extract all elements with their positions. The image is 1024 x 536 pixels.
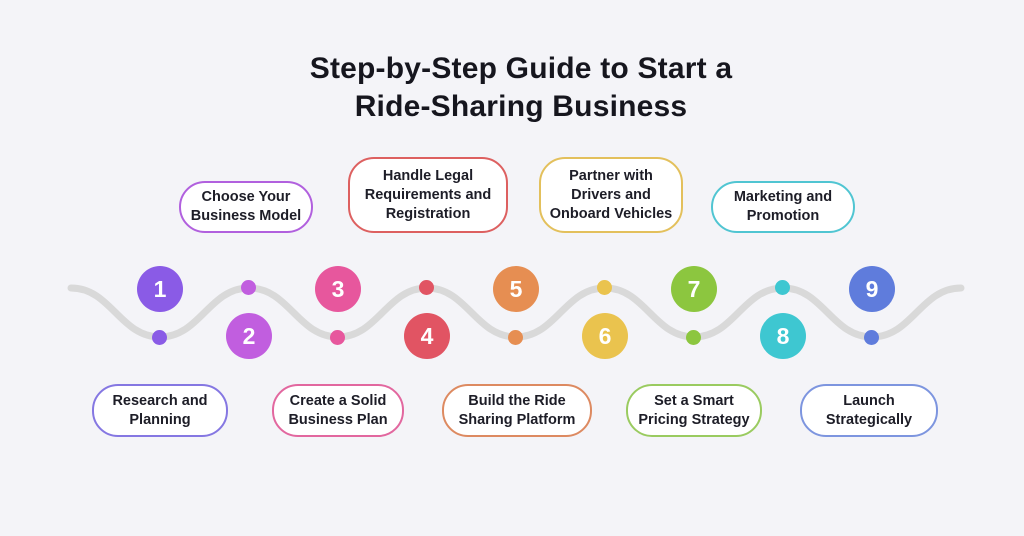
step-8-circle: 8 bbox=[760, 313, 806, 359]
step-3-dot bbox=[330, 330, 345, 345]
step-3-number: 3 bbox=[331, 275, 345, 302]
step-8-label: Marketing and Promotion bbox=[733, 189, 833, 224]
step-4-label: Handle Legal Requirements and Registrati… bbox=[364, 167, 492, 222]
step-4-label-pill: Handle Legal Requirements and Registrati… bbox=[348, 157, 508, 233]
step-4-dot bbox=[419, 280, 434, 295]
step-2-number: 2 bbox=[242, 322, 256, 349]
step-7-label-pill: Set a Smart Pricing Strategy bbox=[626, 384, 762, 437]
step-1-label-pill: Research and Planning bbox=[92, 384, 228, 437]
step-1-number: 1 bbox=[153, 275, 167, 302]
step-2-label-pill: Choose Your Business Model bbox=[179, 181, 313, 233]
step-6-dot bbox=[597, 280, 612, 295]
step-8-number: 8 bbox=[776, 322, 790, 349]
step-6-label: Partner with Drivers and Onboard Vehicle… bbox=[549, 167, 673, 222]
step-1-dot bbox=[152, 330, 167, 345]
step-9-number: 9 bbox=[865, 275, 879, 302]
page-title: Step-by-Step Guide to Start a Ride-Shari… bbox=[18, 50, 1024, 126]
step-8-dot bbox=[775, 280, 790, 295]
step-5-circle: 5 bbox=[493, 266, 539, 312]
step-3-label-pill: Create a Solid Business Plan bbox=[272, 384, 404, 437]
step-6-circle: 6 bbox=[582, 313, 628, 359]
step-3-label: Create a Solid Business Plan bbox=[288, 392, 388, 428]
page-title-line-2: Ride-Sharing Business bbox=[354, 90, 688, 123]
step-9-dot bbox=[864, 330, 879, 345]
step-5-label-pill: Build the Ride Sharing Platform bbox=[442, 384, 592, 437]
step-5-dot bbox=[508, 330, 523, 345]
step-9-label: Launch Strategically bbox=[825, 392, 913, 428]
step-9-label-pill: Launch Strategically bbox=[800, 384, 938, 437]
step-4-circle: 4 bbox=[404, 313, 450, 359]
step-6-number: 6 bbox=[598, 322, 612, 349]
step-1-circle: 1 bbox=[137, 266, 183, 312]
step-1-label: Research and Planning bbox=[112, 392, 208, 428]
step-7-number: 7 bbox=[687, 275, 701, 302]
step-9-circle: 9 bbox=[849, 266, 895, 312]
step-8-label-pill: Marketing and Promotion bbox=[711, 181, 855, 233]
step-4-number: 4 bbox=[420, 322, 434, 349]
step-7-label: Set a Smart Pricing Strategy bbox=[638, 392, 750, 428]
page-title-line-1: Step-by-Step Guide to Start a bbox=[309, 52, 733, 85]
step-3-circle: 3 bbox=[315, 266, 361, 312]
step-7-dot bbox=[686, 330, 701, 345]
step-5-number: 5 bbox=[509, 275, 523, 302]
step-2-label: Choose Your Business Model bbox=[190, 189, 302, 224]
step-6-label-pill: Partner with Drivers and Onboard Vehicle… bbox=[539, 157, 683, 233]
step-2-circle: 2 bbox=[226, 313, 272, 359]
step-2-dot bbox=[241, 280, 256, 295]
step-5-label: Build the Ride Sharing Platform bbox=[458, 392, 576, 428]
step-7-circle: 7 bbox=[671, 266, 717, 312]
